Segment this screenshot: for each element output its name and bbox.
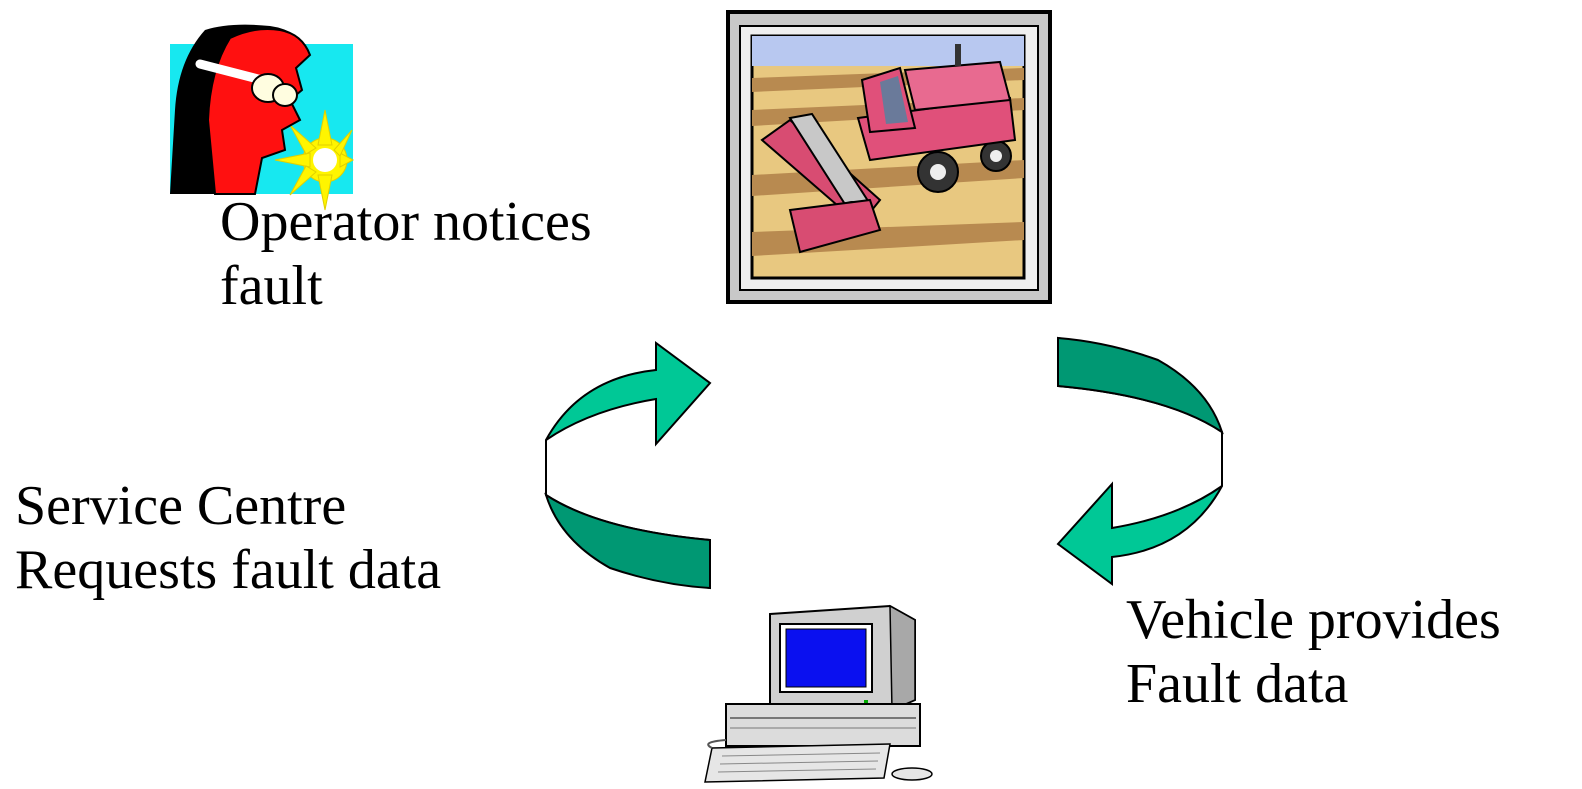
- desktop-computer-icon: [704, 604, 933, 783]
- combine-harvester-icon: [726, 10, 1052, 304]
- curved-arrow-down-left-icon: [1056, 336, 1224, 586]
- service-centre-requests-label: Service Centre Requests fault data: [15, 475, 442, 601]
- curved-arrow-up-right-icon: [544, 341, 712, 590]
- welder-operator-icon: [170, 24, 355, 211]
- vehicle-provides-fault-data-label: Vehicle provides Fault data: [1126, 589, 1501, 715]
- operator-notices-fault-label: Operator notices fault: [220, 191, 592, 317]
